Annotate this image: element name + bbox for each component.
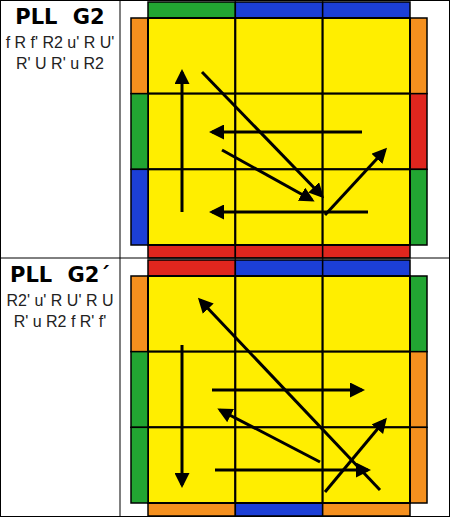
side-sticker xyxy=(131,18,148,94)
move-sequence: f R f' R2 u' R U' R' U R' u R2 xyxy=(4,33,116,75)
top-sticker xyxy=(235,18,322,94)
side-sticker xyxy=(148,503,235,516)
side-sticker xyxy=(235,2,322,18)
side-sticker xyxy=(148,2,235,18)
top-sticker xyxy=(235,276,322,352)
side-sticker xyxy=(323,245,410,258)
side-sticker xyxy=(148,260,235,276)
top-sticker xyxy=(148,427,235,503)
side-sticker xyxy=(131,169,148,245)
side-sticker xyxy=(131,276,148,352)
top-sticker xyxy=(323,427,410,503)
top-sticker xyxy=(148,169,235,245)
side-sticker xyxy=(131,427,148,503)
side-sticker xyxy=(410,276,427,352)
top-sticker xyxy=(323,169,410,245)
algorithm-cell: PLL G2 f R f' R2 u' R U' R' U R' u R2 xyxy=(4,6,116,75)
perm-arrows xyxy=(182,300,385,492)
top-sticker xyxy=(235,427,322,503)
side-sticker xyxy=(148,245,235,258)
top-sticker xyxy=(323,18,410,94)
side-sticker xyxy=(410,169,427,245)
side-sticker xyxy=(410,94,427,170)
side-sticker xyxy=(323,2,410,18)
case-name: PLL G2 xyxy=(4,6,116,29)
algorithm-cell: PLL G2´ R2' u' R U' R U R' u R2 f R' f' xyxy=(4,264,116,333)
perm-arrows xyxy=(182,72,385,215)
table-rule xyxy=(0,258,450,259)
side-sticker xyxy=(235,260,322,276)
top-sticker xyxy=(148,276,235,352)
side-sticker xyxy=(323,260,410,276)
side-sticker xyxy=(323,503,410,516)
case-name: PLL G2´ xyxy=(4,264,116,287)
side-sticker xyxy=(235,245,322,258)
table-rule xyxy=(120,0,121,517)
side-sticker xyxy=(410,352,427,428)
side-sticker xyxy=(131,94,148,170)
side-sticker xyxy=(235,503,322,516)
side-sticker xyxy=(410,427,427,503)
side-sticker xyxy=(131,352,148,428)
side-sticker xyxy=(410,18,427,94)
move-sequence: R2' u' R U' R U R' u R2 f R' f' xyxy=(4,291,116,333)
top-sticker xyxy=(148,18,235,94)
top-sticker xyxy=(323,276,410,352)
